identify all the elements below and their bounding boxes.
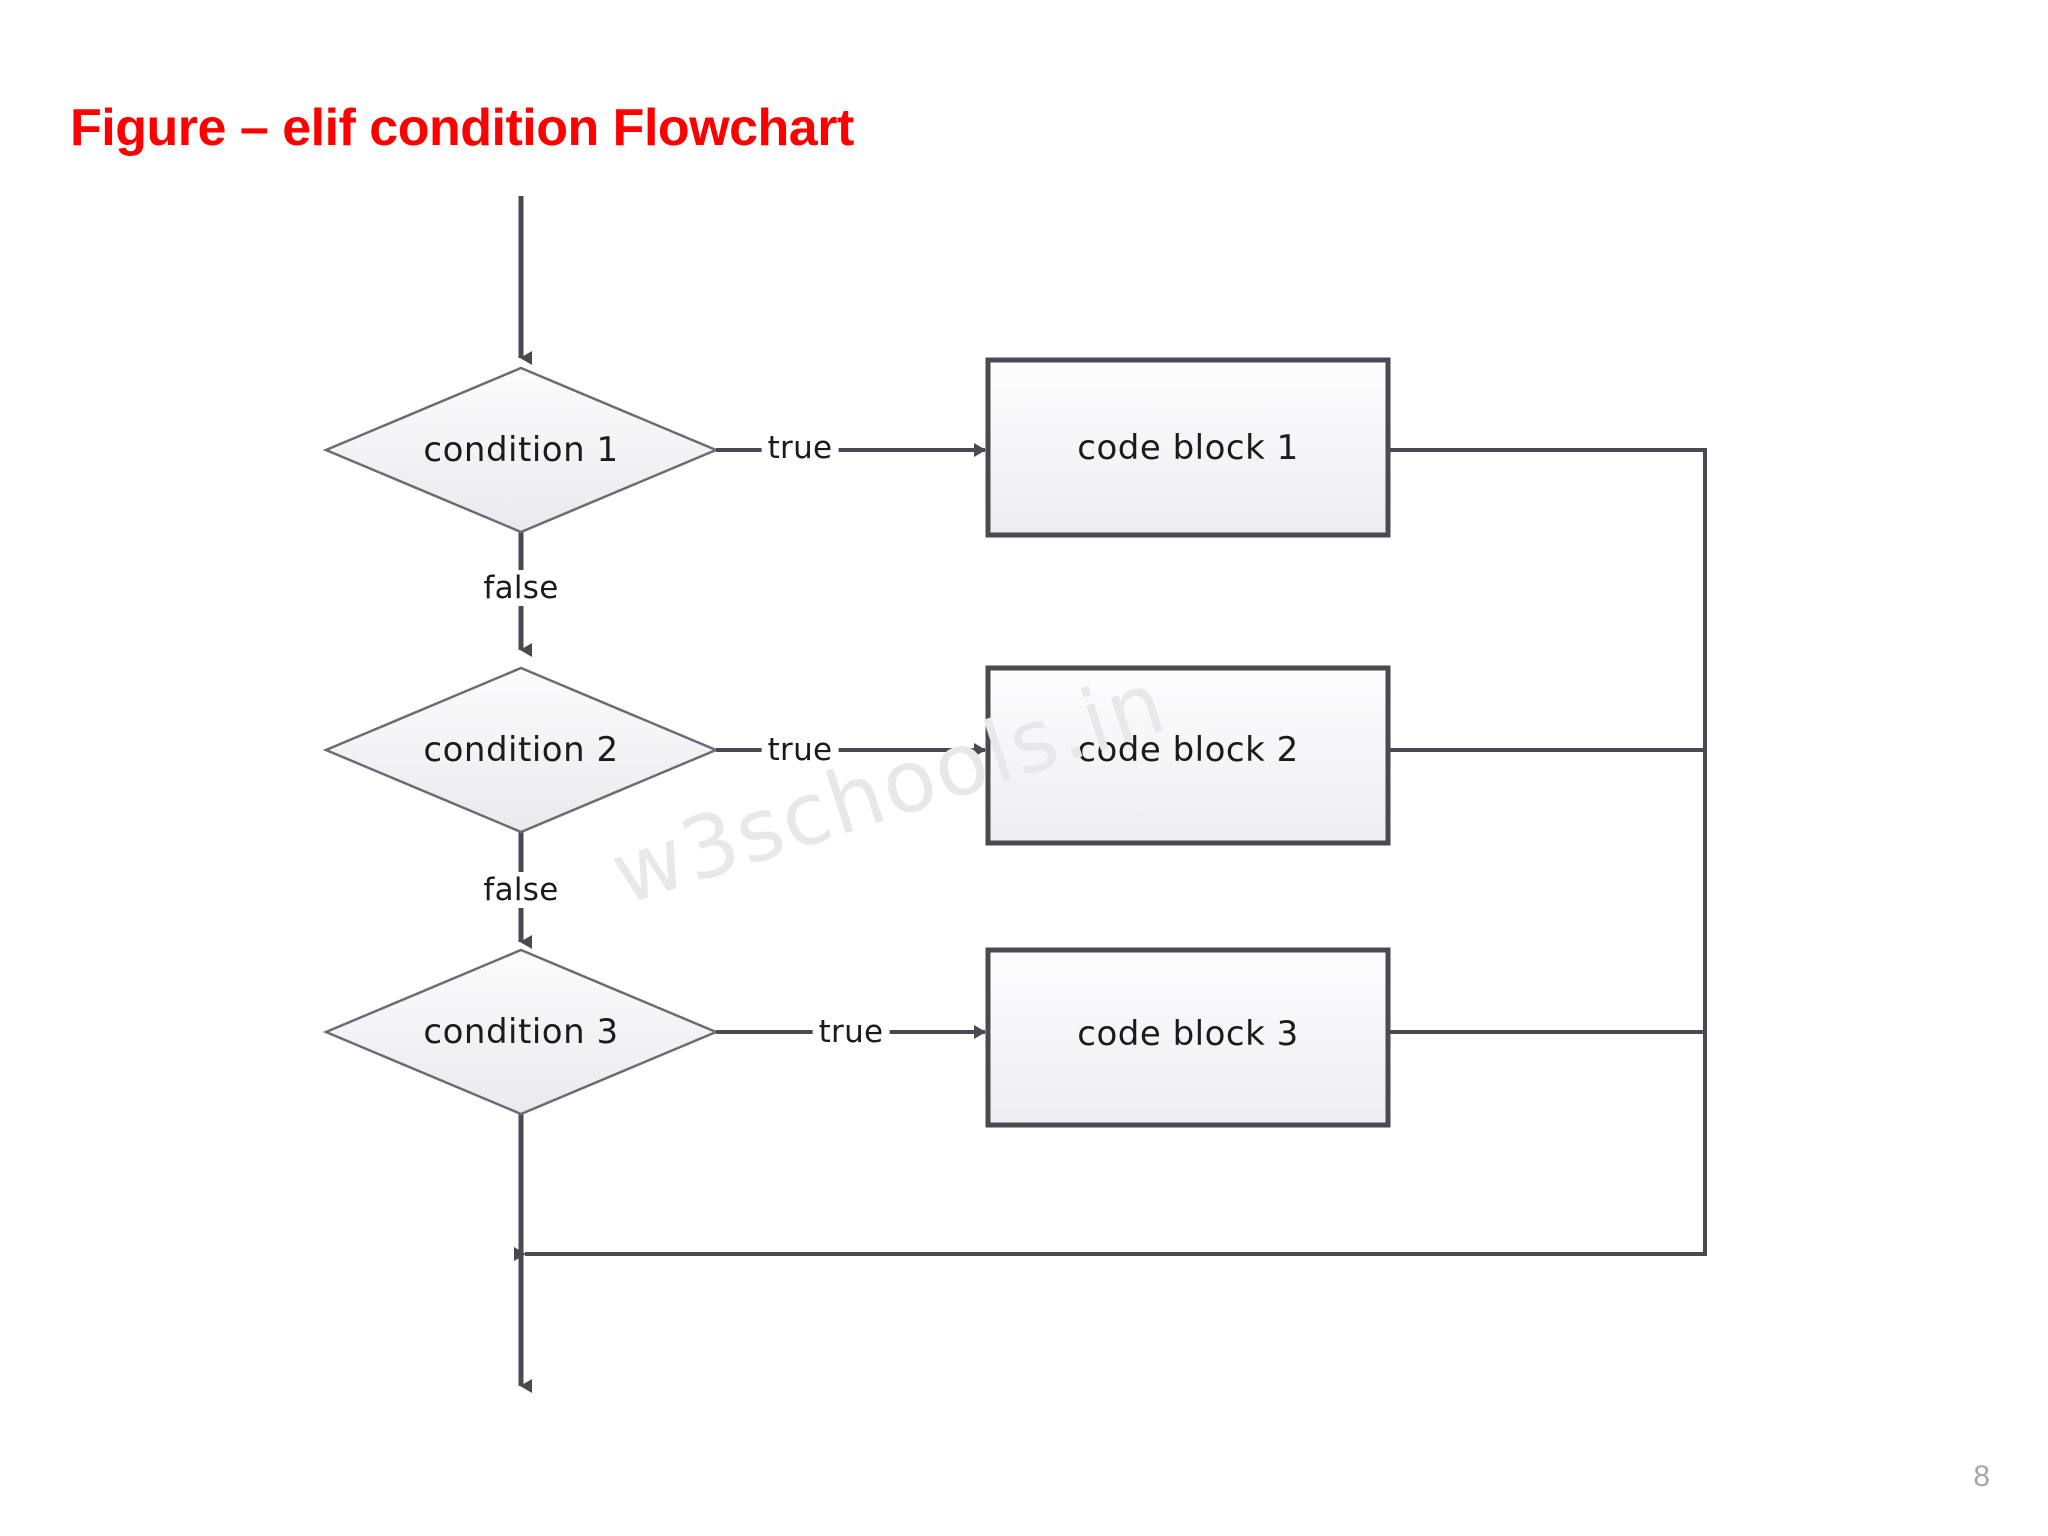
node-code-block-2[interactable] bbox=[985, 665, 1391, 846]
edge-label-true-2: true bbox=[761, 732, 839, 768]
page-title: Figure – elif condition Flowchart bbox=[70, 99, 854, 157]
page-number: 8 bbox=[1973, 1460, 1990, 1493]
edge-label-false-1: false bbox=[477, 570, 565, 606]
node-code-block-1[interactable] bbox=[985, 357, 1391, 538]
node-condition-1[interactable] bbox=[322, 366, 720, 534]
edge-label-true-1: true bbox=[761, 430, 839, 466]
node-code-block-3[interactable] bbox=[985, 947, 1391, 1128]
edge-label-true-3: true bbox=[812, 1014, 890, 1050]
node-condition-2[interactable] bbox=[322, 666, 720, 834]
edge-label-false-2: false bbox=[477, 872, 565, 908]
node-condition-3[interactable] bbox=[322, 948, 720, 1116]
